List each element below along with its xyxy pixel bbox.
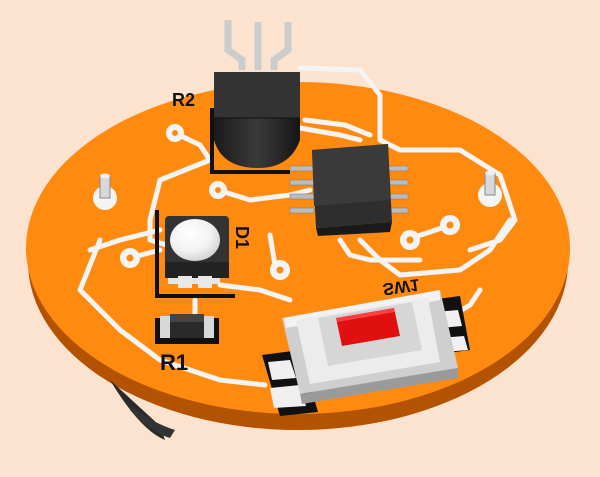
mounting-pin-left	[99, 173, 111, 199]
mounting-pin-right	[484, 170, 496, 196]
pad-holes	[126, 130, 454, 274]
pads	[93, 124, 502, 280]
label-r1: R1	[160, 350, 188, 375]
switch-sw1	[262, 290, 470, 416]
label-r2: R2	[172, 90, 195, 110]
label-sw1: SW1	[381, 275, 420, 299]
transistor-r2	[210, 20, 300, 174]
resistor-r1	[155, 314, 219, 344]
led-d1	[155, 210, 235, 298]
label-d1: D1	[232, 226, 252, 249]
ic-soic8	[289, 144, 409, 236]
